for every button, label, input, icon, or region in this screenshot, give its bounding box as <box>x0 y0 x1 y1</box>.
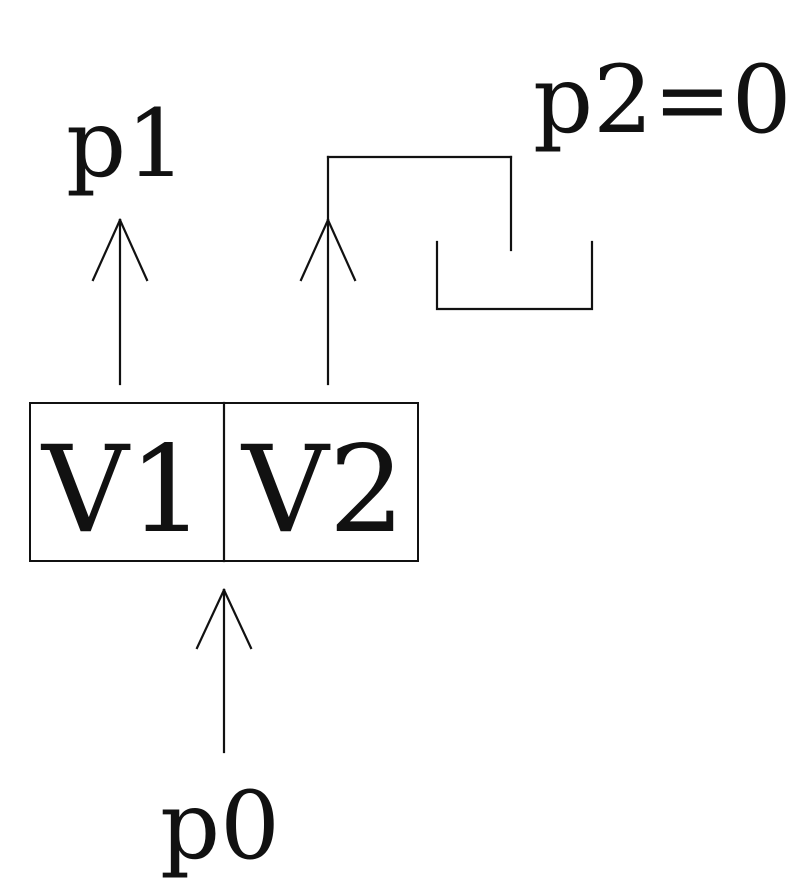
arrow-v2-up <box>299 218 357 386</box>
cell-v2-label: V2 <box>240 421 405 560</box>
label-p1: p1 <box>66 90 186 199</box>
null-symbol <box>435 240 594 311</box>
label-p0: p0 <box>160 772 280 878</box>
label-p2: p2=0 <box>533 46 788 155</box>
arrow-p0-to-box <box>195 588 253 754</box>
null-pointer-connector <box>326 155 513 252</box>
cell-v1-label: V1 <box>40 421 205 560</box>
arrow-v1-to-p1 <box>91 218 149 386</box>
